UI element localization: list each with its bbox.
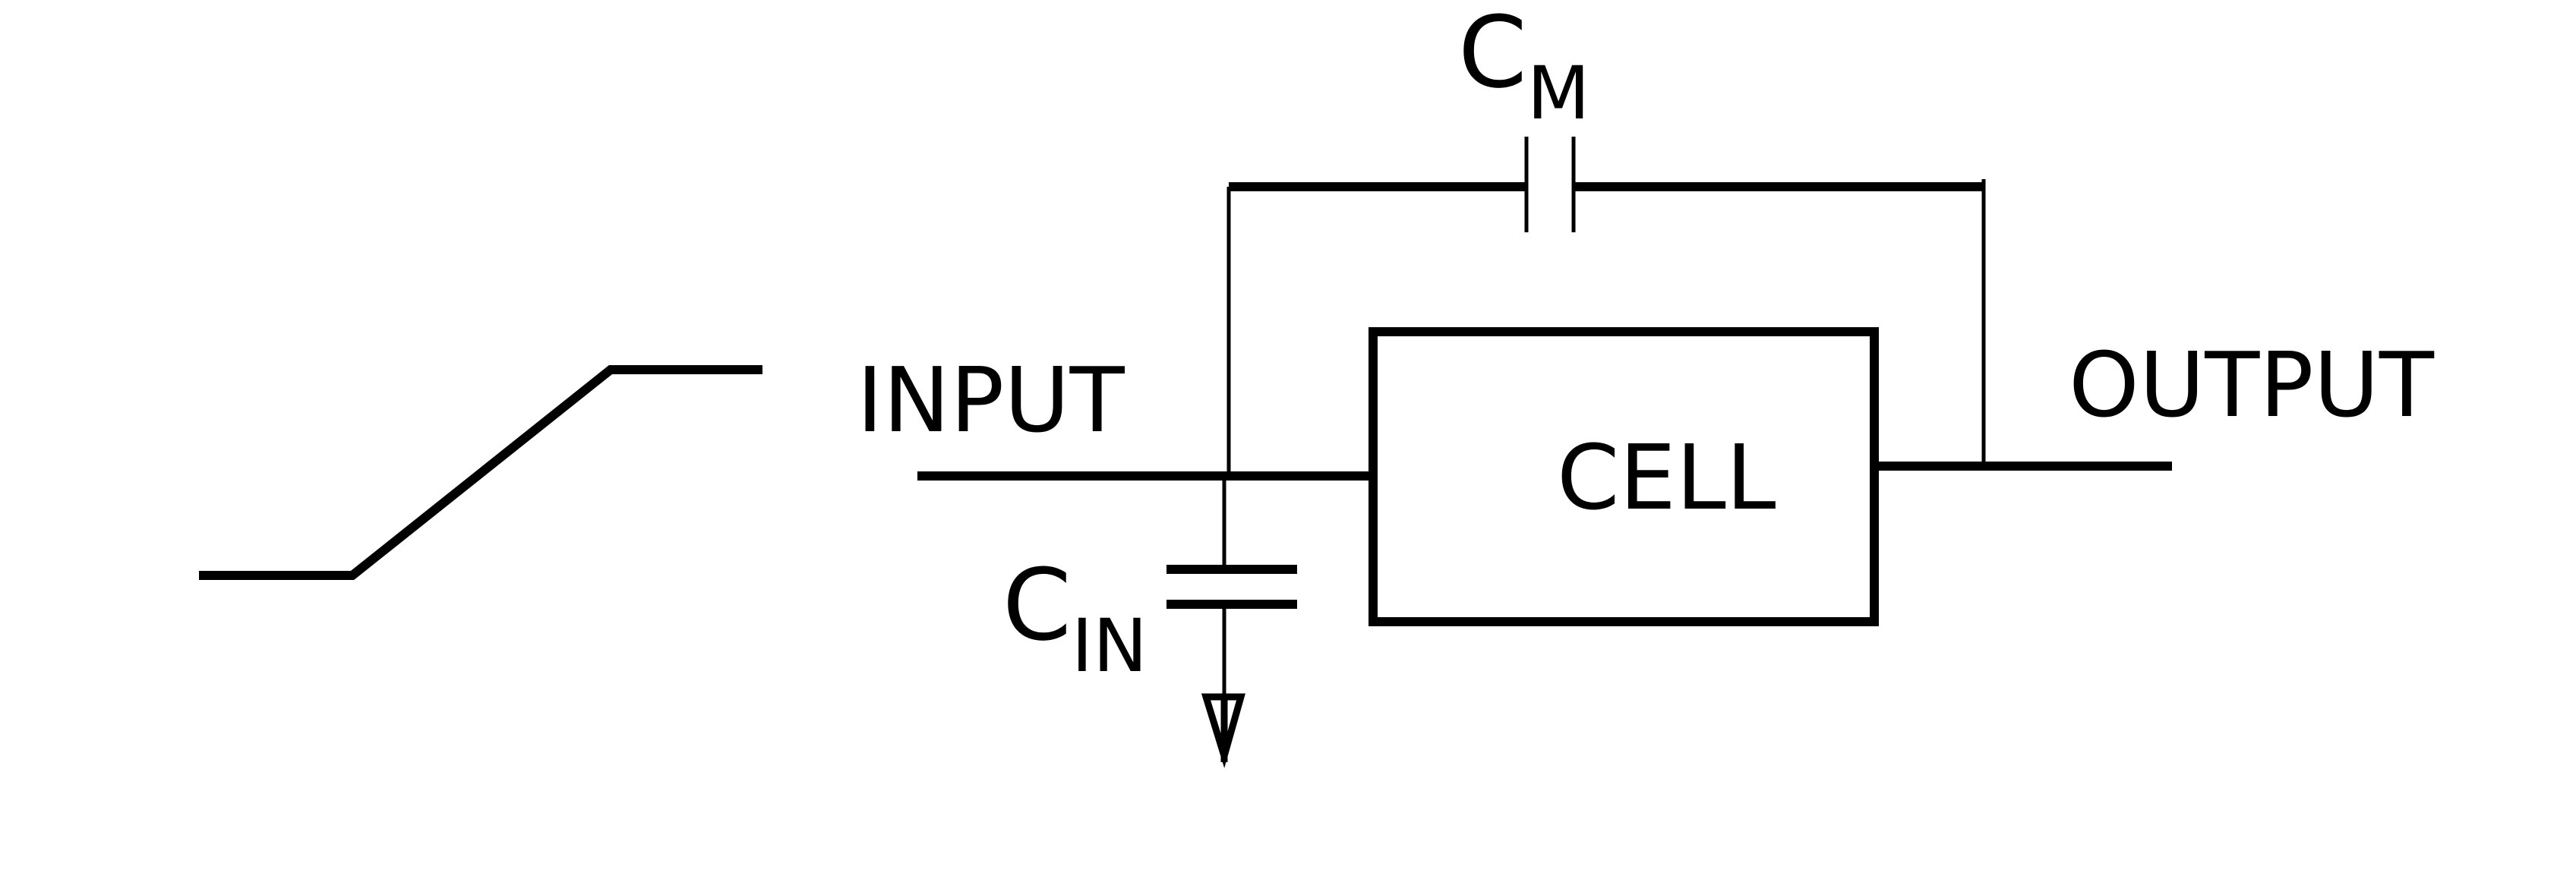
cm-main: C bbox=[1458, 0, 1527, 110]
ground-symbol bbox=[1201, 693, 1245, 768]
input-capacitor bbox=[1166, 476, 1297, 698]
output-label: OUTPUT bbox=[2069, 332, 2435, 437]
cin-sub: IN bbox=[1072, 603, 1148, 689]
cin-label: CIN bbox=[1002, 547, 1148, 689]
ramp-waveform bbox=[199, 365, 762, 580]
miller-capacitor bbox=[1226, 137, 1986, 476]
cm-label: CM bbox=[1458, 0, 1590, 136]
cell-box bbox=[1368, 327, 1879, 626]
cin-main: C bbox=[1002, 547, 1072, 663]
input-label: INPUT bbox=[857, 348, 1125, 452]
cm-sub: M bbox=[1527, 51, 1590, 136]
cell-label: CELL bbox=[1557, 425, 1776, 530]
